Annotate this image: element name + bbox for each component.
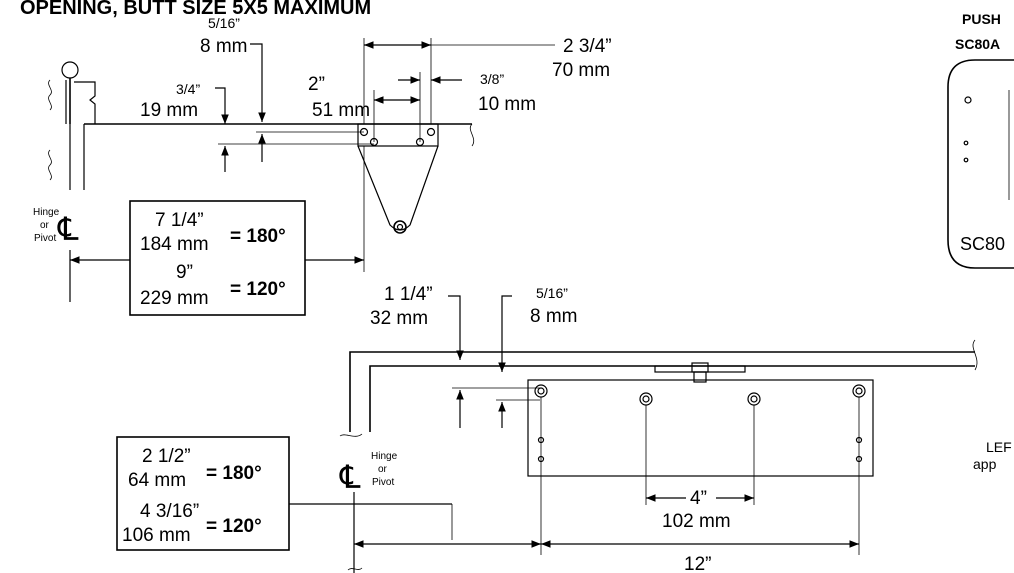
dim-3-4-imperial: 3/4” <box>176 81 200 97</box>
bottom-hinge-label-or: or <box>378 464 388 475</box>
top-mounting-bracket <box>357 123 439 234</box>
bottom-dim-5-16: 5/16” 8 mm <box>496 285 578 428</box>
top-dim-3-8: 3/8” 10 mm <box>398 71 536 142</box>
top-hinge-centerline: Hinge or Pivot ℄ <box>33 207 79 302</box>
right-panel-heading-2: SC80A <box>955 36 1000 52</box>
top-centerline-symbol: ℄ <box>57 211 79 247</box>
bottom-box-row2-imperial: 4 3/16” <box>140 501 199 522</box>
dim-12-imperial: 12” <box>684 554 711 573</box>
right-panel-note-2: app <box>973 456 997 472</box>
dim-3-4-metric: 19 mm <box>140 100 198 121</box>
dim-1-1-4-metric: 32 mm <box>370 308 428 329</box>
bottom-box-row1-metric: 64 mm <box>128 470 186 491</box>
dim-2-metric: 51 mm <box>312 100 370 121</box>
bottom-dim-12: 12” <box>540 397 860 573</box>
dim-2-imperial: 2” <box>308 74 325 95</box>
dim-4-imperial: 4” <box>690 488 707 509</box>
top-hinge-label: Hinge <box>33 207 60 218</box>
top-dimension-box: 7 1/4” 184 mm = 180° 9” 229 mm = 120° <box>129 200 306 316</box>
dim-2-3-4-metric: 70 mm <box>552 60 610 81</box>
top-dim-2-3-4: 2 3/4” 70 mm <box>363 36 612 124</box>
bottom-hinge-centerline: ℄ Hinge or Pivot <box>339 451 398 573</box>
page-title: OPENING, BUTT SIZE 5X5 MAXIMUM <box>20 0 371 19</box>
top-dim-3-4: 3/4” 19 mm <box>140 81 374 172</box>
top-hinge-label-or: or <box>40 220 50 231</box>
top-box-row2-angle: = 120° <box>230 279 286 300</box>
right-panel-plate-outline <box>947 59 1014 269</box>
right-panel-plate-label: SC80 <box>960 234 1005 254</box>
bottom-hinge-label: Hinge <box>371 451 398 462</box>
dim-2-3-4-imperial: 2 3/4” <box>563 36 612 57</box>
dim-5-16-imperial-bottom: 5/16” <box>536 285 568 301</box>
top-dim-2: 2” 51 mm <box>308 74 420 142</box>
top-box-row1-imperial: 7 1/4” <box>155 210 204 231</box>
bottom-door-frame <box>339 339 978 437</box>
bottom-arm-shoe <box>654 362 746 383</box>
bottom-box-row1-imperial: 2 1/2” <box>142 446 191 467</box>
top-box-row1-metric: 184 mm <box>140 234 209 255</box>
right-panel: PUSH SC80A SC80 LEF app <box>947 11 1014 472</box>
top-break-line <box>469 123 475 147</box>
bottom-dim-1-1-4: 1 1/4” 32 mm <box>370 284 540 428</box>
top-hinge-label-pivot: Pivot <box>34 233 56 244</box>
top-box-row2-metric: 229 mm <box>140 288 209 309</box>
top-box-row1-angle: = 180° <box>230 226 286 247</box>
dim-4-metric: 102 mm <box>662 511 731 532</box>
top-dim-5-16: 5/16” 8 mm <box>200 15 364 162</box>
bottom-box-row2-metric: 106 mm <box>122 525 191 546</box>
dim-3-8-metric: 10 mm <box>478 94 536 115</box>
right-panel-note-1: LEF <box>986 439 1012 455</box>
top-hinge-assembly <box>48 61 96 190</box>
dim-5-16-metric-bottom: 8 mm <box>530 306 578 327</box>
bottom-box-row1-angle: = 180° <box>206 463 262 484</box>
dim-3-8-imperial: 3/8” <box>480 71 504 87</box>
bottom-hinge-label-pivot: Pivot <box>372 477 394 488</box>
dim-5-16-imperial-top: 5/16” <box>208 15 240 31</box>
dim-1-1-4-imperial: 1 1/4” <box>384 284 433 305</box>
right-panel-heading-1: PUSH <box>962 11 1001 27</box>
bottom-closer-plate <box>527 379 874 477</box>
bottom-dimension-box: 2 1/2” 64 mm = 180° 4 3/16” 106 mm = 120… <box>116 436 290 551</box>
bottom-box-row2-angle: = 120° <box>206 516 262 537</box>
bottom-centerline-symbol: ℄ <box>339 459 361 495</box>
top-box-row2-imperial: 9” <box>176 262 193 283</box>
bottom-dim-4: 4” 102 mm <box>645 405 755 532</box>
dim-5-16-metric-top: 8 mm <box>200 36 248 57</box>
